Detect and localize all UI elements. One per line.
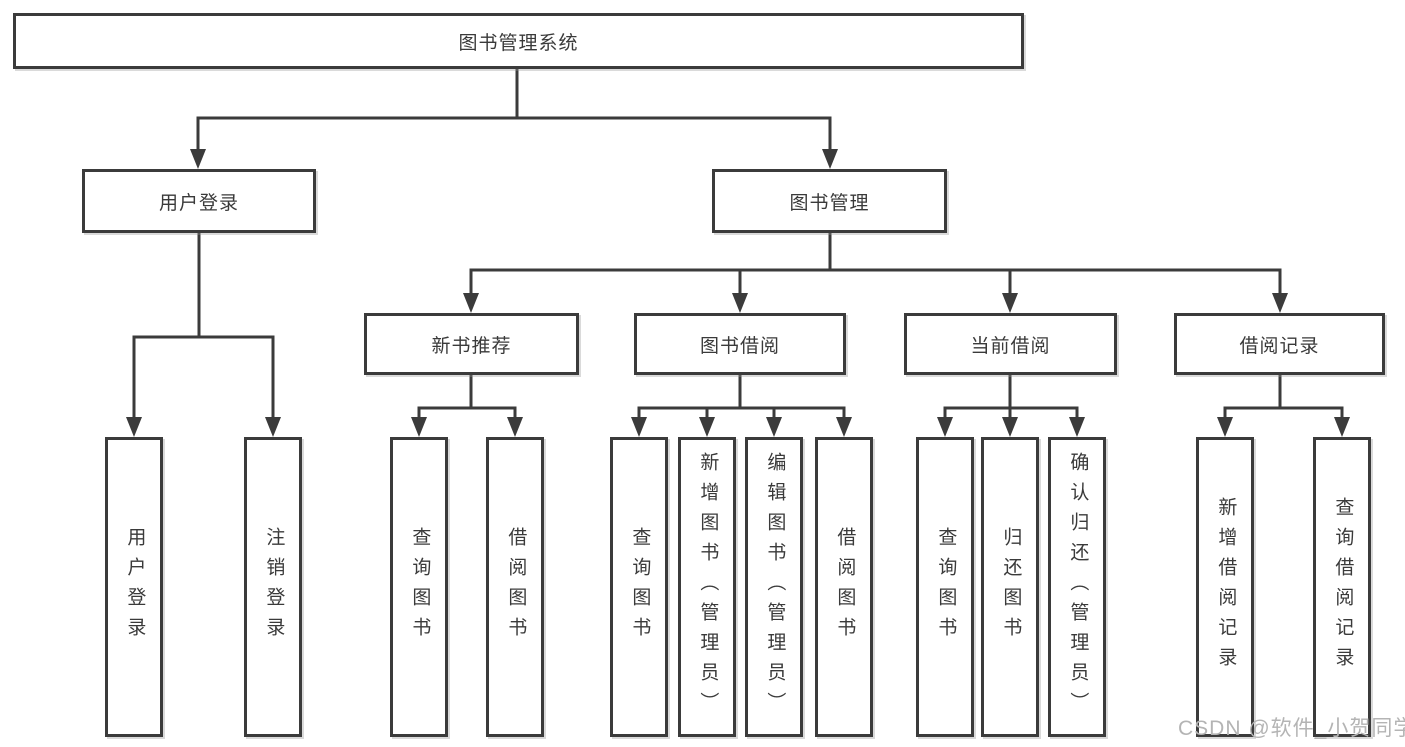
leaf-label: 注销登录 [263, 527, 285, 647]
node-label: 图书管理 [789, 192, 870, 214]
arrowhead-icon [631, 417, 647, 437]
arrowhead-icon [1069, 417, 1085, 437]
node-label: 图书借阅 [699, 335, 780, 357]
leaf-add-book-admin: 新增图书（管理员） [678, 437, 736, 737]
leaf-label: 查询图书 [629, 527, 651, 647]
node-root-label: 图书管理系统 [458, 32, 579, 54]
node-book-borrow: 图书借阅 [634, 313, 846, 375]
node-book-management-branch: 图书管理 [712, 169, 947, 233]
leaf-label: 用户登录 [124, 527, 146, 647]
arrowhead-icon [732, 293, 748, 313]
leaf-edit-book-admin: 编辑图书（管理员） [745, 437, 803, 737]
leaf-label: 归还图书 [1000, 527, 1022, 647]
leaf-label: 确认归还（管理员） [1067, 452, 1089, 722]
arrowhead-icon [766, 417, 782, 437]
arrowhead-icon [1002, 417, 1018, 437]
csdn-watermark: CSDN @软件_小贺同学 [1178, 717, 1405, 740]
arrowhead-icon [1002, 293, 1018, 313]
leaf-borrow-books-newbook: 借阅图书 [486, 437, 544, 737]
leaf-label: 查询图书 [935, 527, 957, 647]
leaf-confirm-return-admin: 确认归还（管理员） [1048, 437, 1106, 737]
leaf-return-books: 归还图书 [981, 437, 1039, 737]
leaf-logout-login: 注销登录 [244, 437, 302, 737]
node-current-borrow: 当前借阅 [904, 313, 1117, 375]
connector-arrows [126, 118, 1350, 437]
leaf-user-login: 用户登录 [105, 437, 163, 737]
leaf-query-books-borrow: 查询图书 [610, 437, 668, 737]
node-user-login-branch: 用户登录 [82, 169, 316, 233]
arrowhead-icon [463, 293, 479, 313]
leaf-label: 借阅图书 [505, 527, 527, 647]
leaf-add-borrow-record: 新增借阅记录 [1196, 437, 1254, 737]
arrowhead-icon [699, 417, 715, 437]
arrowhead-icon [507, 417, 523, 437]
arrowhead-icon [1272, 293, 1288, 313]
connector-trunk-lines [132, 67, 1344, 410]
leaf-query-books-current: 查询图书 [916, 437, 974, 737]
node-root: 图书管理系统 [13, 13, 1024, 69]
node-new-book-recommend: 新书推荐 [364, 313, 579, 375]
leaf-label: 借阅图书 [834, 527, 856, 647]
leaf-label: 查询借阅记录 [1332, 497, 1354, 677]
leaf-label: 编辑图书（管理员） [764, 452, 786, 722]
leaf-query-borrow-record: 查询借阅记录 [1313, 437, 1371, 737]
arrowhead-icon [836, 417, 852, 437]
leaf-borrow-books-borrow: 借阅图书 [815, 437, 873, 737]
leaf-label: 查询图书 [409, 527, 431, 647]
node-label: 当前借阅 [970, 335, 1051, 357]
arrowhead-icon [411, 417, 427, 437]
leaf-label: 新增借阅记录 [1215, 497, 1237, 677]
arrowhead-icon [190, 149, 206, 169]
node-borrow-records: 借阅记录 [1174, 313, 1385, 375]
leaf-query-books-newbook: 查询图书 [390, 437, 448, 737]
arrowhead-icon [1334, 417, 1350, 437]
node-label: 新书推荐 [431, 335, 512, 357]
arrowhead-icon [265, 417, 281, 437]
leaf-label: 新增图书（管理员） [697, 452, 719, 722]
node-label: 借阅记录 [1239, 335, 1320, 357]
arrowhead-icon [822, 149, 838, 169]
arrowhead-icon [1217, 417, 1233, 437]
arrowhead-icon [937, 417, 953, 437]
arrowhead-icon [126, 417, 142, 437]
node-label: 用户登录 [158, 192, 239, 214]
